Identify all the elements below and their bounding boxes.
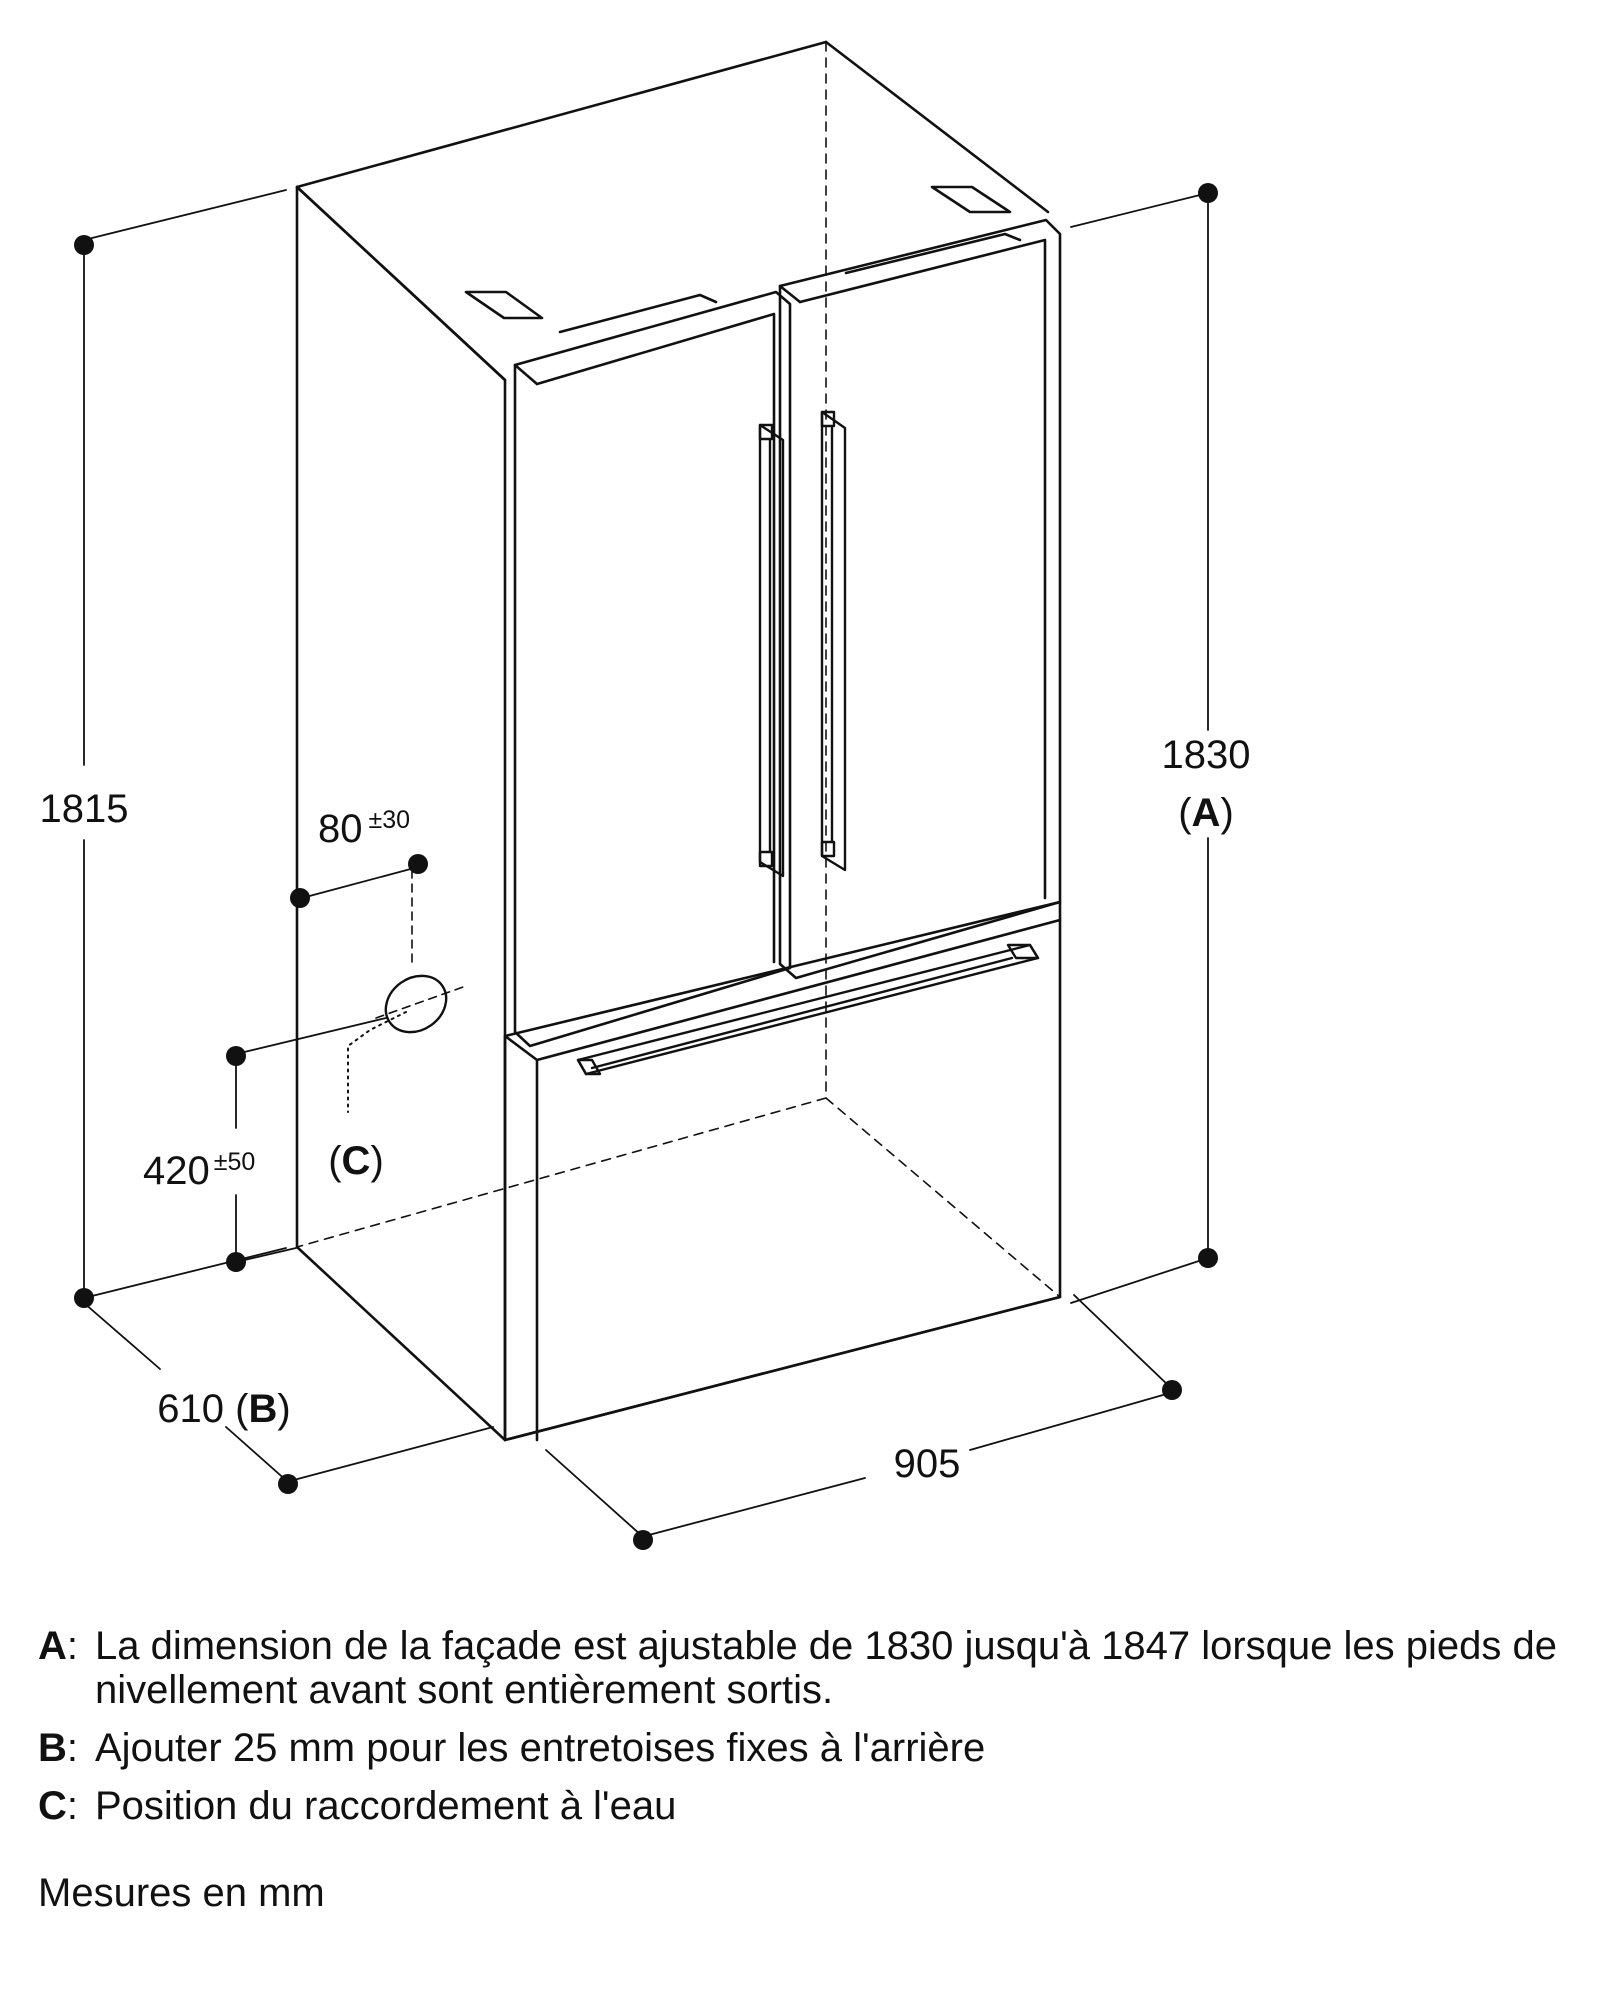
hidden-edges	[296, 41, 1061, 1298]
dimension-endpoints	[74, 183, 1218, 1550]
water-offset-label: 80±30	[318, 806, 410, 851]
note-text: Ajouter 25 mm pour les entretoises fixes…	[95, 1726, 986, 1770]
dimension-lines	[83, 189, 1209, 1537]
refrigerator-dimension-diagram: 1815 1830 (A) 80±30 420±50 (C) 610 (B) 9…	[40, 40, 1251, 1550]
note-text: La dimension de la façade est ajustable …	[95, 1624, 1558, 1712]
depth-label: 610 (B)	[157, 1387, 290, 1431]
note-b: B: Ajouter 25 mm pour les entretoises fi…	[38, 1726, 1578, 1770]
legend-notes: A: La dimension de la façade est ajustab…	[38, 1624, 1578, 1842]
water-ref-label: (C)	[328, 1139, 384, 1183]
units-note: Mesures en mm	[38, 1871, 325, 1915]
water-height-label: 420±50	[143, 1148, 255, 1193]
note-key: C:	[38, 1784, 79, 1828]
note-c: C: Position du raccordement à l'eau	[38, 1784, 1578, 1828]
note-a: A: La dimension de la façade est ajustab…	[38, 1624, 1578, 1712]
front-height-label: 1830	[1162, 733, 1251, 777]
refrigerator-body	[295, 40, 1062, 1442]
door-handles	[576, 410, 1040, 1076]
water-connection	[347, 869, 467, 1113]
overall-height-label: 1815	[40, 787, 129, 831]
front-height-ref-label: (A)	[1178, 791, 1234, 835]
note-text: Position du raccordement à l'eau	[95, 1784, 677, 1828]
width-label: 905	[894, 1442, 961, 1486]
dimension-labels: 1815 1830 (A) 80±30 420±50 (C) 610 (B) 9…	[40, 733, 1251, 1486]
note-key: B:	[38, 1726, 79, 1770]
note-key: A:	[38, 1624, 79, 1668]
